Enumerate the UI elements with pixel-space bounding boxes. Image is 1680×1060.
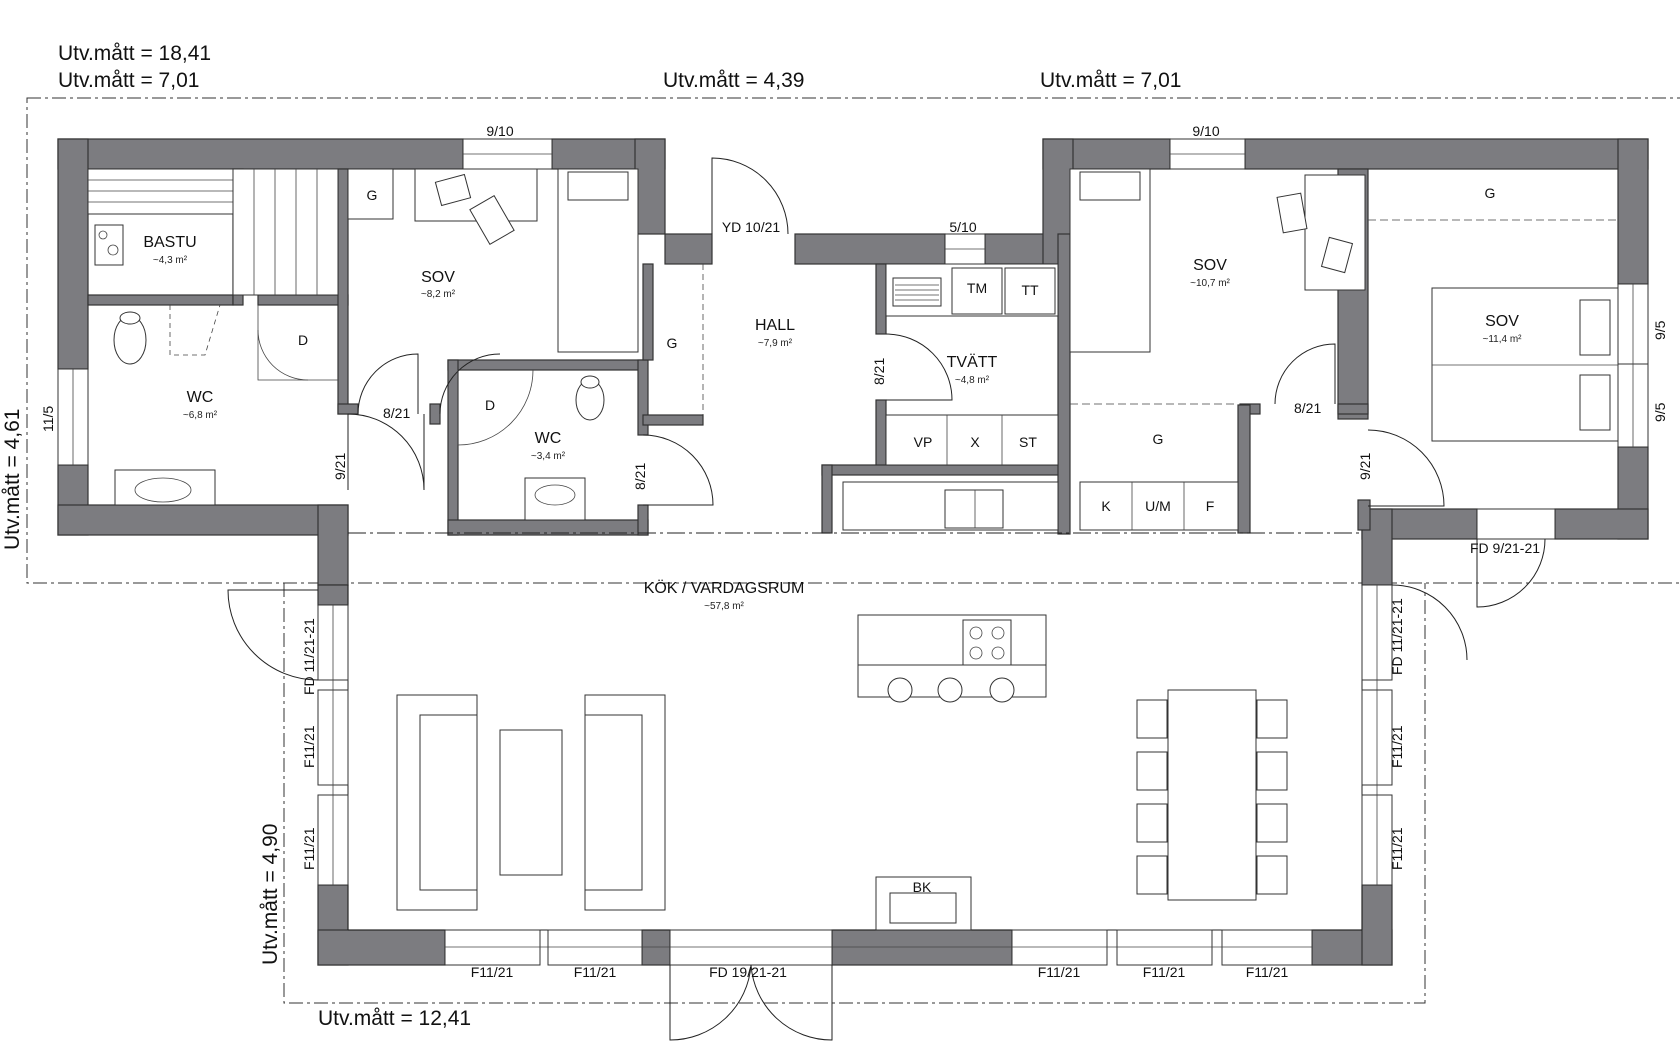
dim-total-width: Utv.mått = 18,41 <box>58 42 211 65</box>
label-f: F <box>1206 498 1215 514</box>
sauna-bench <box>87 168 234 215</box>
label-win-sov-right-1: 9/5 <box>1652 320 1668 340</box>
label-st: ST <box>1019 434 1037 450</box>
label-win-wc-large: 11/5 <box>40 406 56 432</box>
room-tvatt-name: TVÄTT <box>947 353 998 371</box>
door-fd-left <box>227 589 319 681</box>
sauna-stove <box>94 224 124 266</box>
label-win-left-1: F11/21 <box>301 725 317 768</box>
label-win-left-2: F11/21 <box>301 827 317 870</box>
room-tvatt-area: ~4,8 m² <box>955 375 990 386</box>
door-wc-large <box>347 413 425 491</box>
label-d-wc-large: D <box>298 332 308 348</box>
fixture-labels: G G G G D D TM TT VP X ST K U/M F BK <box>298 185 1496 895</box>
dim-left-wing-width: Utv.mått = 7,01 <box>58 69 199 92</box>
room-sov-left-area: ~8,2 m² <box>421 289 456 300</box>
label-door-sov-left: 8/21 <box>383 405 410 421</box>
furniture <box>87 168 1619 931</box>
label-g-sov-right: G <box>1485 185 1496 201</box>
room-labels: BASTU ~4,3 m² WC ~6,8 m² SOV ~8,2 m² WC … <box>143 234 1522 612</box>
label-door-entry: YD 10/21 <box>722 219 781 235</box>
label-tt: TT <box>1021 282 1039 298</box>
label-tm: TM <box>967 280 987 296</box>
label-g-sov-mid: G <box>1153 431 1164 447</box>
label-door-fd-right-top: FD 9/21-21 <box>1470 540 1540 556</box>
room-sov-mid-area: ~10,7 m² <box>1190 278 1230 289</box>
label-win-bottom-2: F11/21 <box>574 964 617 980</box>
window-bottom-door <box>669 929 833 966</box>
label-um: U/M <box>1145 498 1171 514</box>
window-bottom-3 <box>1011 929 1108 966</box>
label-door-tvatt: 8/21 <box>871 358 887 385</box>
dining-table <box>1167 689 1257 901</box>
room-sov-mid-name: SOV <box>1193 257 1227 274</box>
coffee-table <box>499 729 563 876</box>
opening-labels: 9/10 YD 10/21 5/10 9/10 11/5 9/21 8/21 8… <box>40 123 1668 980</box>
door-wc-small <box>642 434 714 506</box>
label-win-sov-mid: 9/10 <box>1192 123 1219 139</box>
label-win-sov-right-2: 9/5 <box>1652 402 1668 422</box>
room-wc-large-name: WC <box>187 389 214 406</box>
windows <box>57 138 1649 966</box>
label-win-sov-left: 9/10 <box>486 123 513 139</box>
window-bottom-4 <box>1116 929 1213 966</box>
door-tvatt <box>885 333 953 401</box>
dim-right-wing-width: Utv.mått = 7,01 <box>1040 69 1181 92</box>
label-door-fd-right: FD 11/21-21 <box>1389 598 1405 675</box>
window-bottom-2 <box>547 929 643 966</box>
room-bastu-name: BASTU <box>143 234 196 251</box>
room-hall-area: ~7,9 m² <box>758 338 793 349</box>
window-bottom-1 <box>444 929 541 966</box>
window-fd-right-top <box>1476 508 1556 540</box>
door-sov-mid <box>1274 343 1336 405</box>
door-sov-right <box>1367 429 1445 507</box>
label-k: K <box>1101 498 1111 514</box>
label-win-tvatt: 5/10 <box>949 219 976 235</box>
room-wc-small-name: WC <box>535 430 562 447</box>
dim-main-depth: Utv.mått = 4,61 <box>1 409 24 550</box>
room-sov-right-name: SOV <box>1485 313 1519 330</box>
doors <box>227 157 1546 1041</box>
label-door-wc-small: 8/21 <box>632 463 648 490</box>
door-fd-bottom <box>669 964 833 1041</box>
washbasin <box>114 469 216 506</box>
label-door-fd-bottom: FD 19/21-21 <box>709 964 787 980</box>
room-sov-left-name: SOV <box>421 269 455 286</box>
door-entry <box>711 157 789 235</box>
room-hall-name: HALL <box>755 317 795 334</box>
room-bastu-area: ~4,3 m² <box>153 255 188 266</box>
label-g-hall: G <box>667 335 678 351</box>
label-win-bottom-1: F11/21 <box>471 964 514 980</box>
dim-middle-width: Utv.mått = 4,39 <box>663 69 804 92</box>
room-wc-small-area: ~3,4 m² <box>531 451 566 462</box>
room-living-area: ~57,8 m² <box>704 601 744 612</box>
door-fd-right-top <box>1476 538 1546 608</box>
label-win-right-1: F11/21 <box>1389 725 1405 768</box>
label-door-wc-large: 9/21 <box>332 453 348 480</box>
label-vp: VP <box>914 434 933 450</box>
kitchen-island <box>857 614 1047 666</box>
label-bk: BK <box>913 879 932 895</box>
room-sov-right-area: ~11,4 m² <box>1483 334 1523 345</box>
label-g-sov-left: G <box>367 187 378 203</box>
label-door-fd-left: FD 11/21-21 <box>301 618 317 695</box>
label-door-sov-mid: 8/21 <box>1294 400 1321 416</box>
label-win-right-2: F11/21 <box>1389 827 1405 870</box>
dimension-lines <box>26 97 1680 1004</box>
dim-living-depth: Utv.mått = 4,90 <box>259 824 282 965</box>
label-d-wc-small: D <box>485 397 495 413</box>
dimension-texts: Utv.mått = 18,41 Utv.mått = 7,01 Utv.måt… <box>1 42 1181 1030</box>
label-win-bottom-3: F11/21 <box>1038 964 1081 980</box>
room-living-name: KÖK / VARDAGSRUM <box>644 579 805 597</box>
dim-living-width: Utv.mått = 12,41 <box>318 1007 471 1030</box>
label-win-bottom-4: F11/21 <box>1143 964 1186 980</box>
label-x: X <box>970 434 980 450</box>
door-fd-right <box>1391 584 1468 661</box>
window-bottom-5 <box>1221 929 1313 966</box>
room-wc-large-area: ~6,8 m² <box>183 410 218 421</box>
label-door-sov-right: 9/21 <box>1357 453 1373 480</box>
label-win-bottom-5: F11/21 <box>1246 964 1289 980</box>
